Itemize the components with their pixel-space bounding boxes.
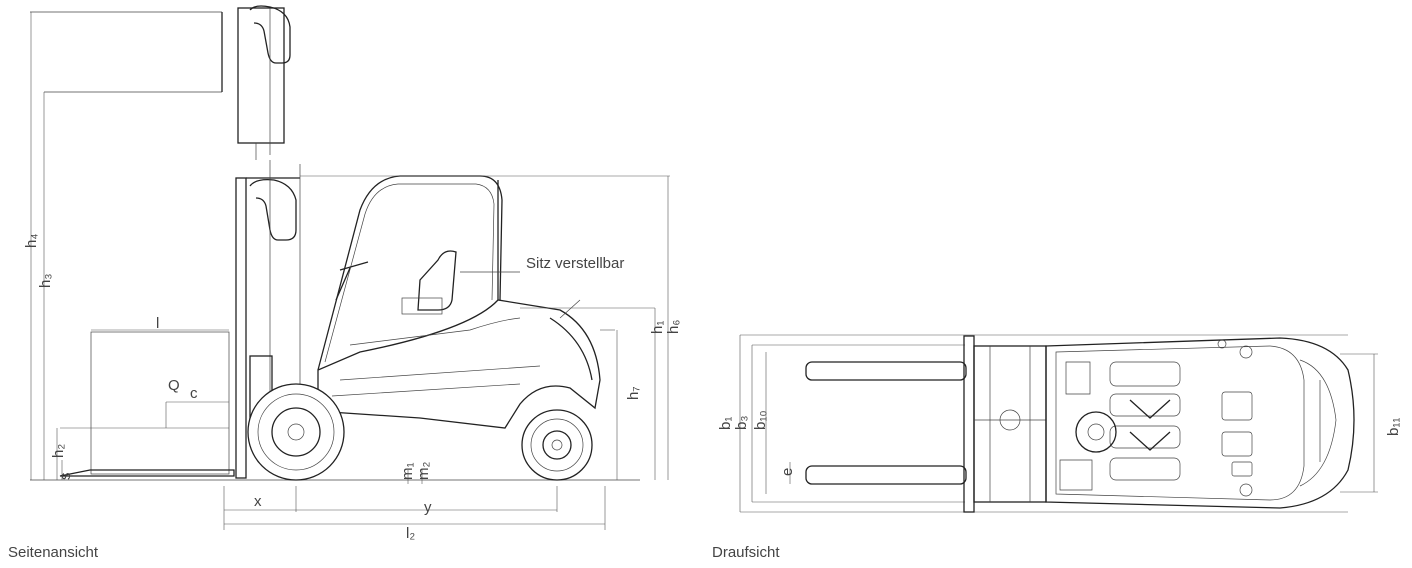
- label-h1: h₁: [649, 321, 666, 334]
- fork-left: [805, 361, 967, 381]
- truck-body: [317, 299, 601, 429]
- label-b10: b₁₀: [752, 410, 769, 430]
- label-l2: l₂: [406, 525, 415, 542]
- label-h4: h₄: [23, 234, 40, 248]
- label-y: y: [424, 499, 432, 516]
- steering-wheel: [335, 261, 369, 301]
- load-box: [90, 331, 230, 475]
- side-view: h₄ h₃ h₂ s l Q c m₁ m₂ x y l₂ h₇ h₁ h₆ S…: [23, 5, 682, 542]
- label-c: c: [190, 385, 198, 402]
- fork: [59, 469, 235, 477]
- label-b1: b₁: [717, 417, 734, 430]
- caption-side-view: Seitenansicht: [8, 544, 99, 561]
- label-m2: m₂: [415, 462, 432, 480]
- seat: [401, 250, 520, 315]
- label-s: s: [57, 473, 74, 481]
- label-e: e: [779, 468, 796, 476]
- label-m1: m₁: [399, 462, 416, 480]
- raised-mast: [30, 5, 291, 160]
- truck-body-top: [1045, 337, 1355, 509]
- mast-top: [973, 345, 1047, 503]
- label-h2: h₂: [50, 444, 67, 458]
- label-seat-adjustable: Sitz verstellbar: [526, 255, 624, 272]
- label-x: x: [254, 493, 262, 510]
- label-h6: h₆: [665, 320, 682, 334]
- front-wheel: [247, 383, 345, 481]
- caption-top-view: Draufsicht: [712, 544, 780, 561]
- label-l: l: [156, 315, 159, 332]
- interior-details: [1059, 339, 1253, 497]
- fork-right: [805, 465, 967, 485]
- fork-carriage: [963, 335, 975, 513]
- label-h3: h₃: [37, 274, 54, 288]
- label-Q: Q: [168, 377, 180, 394]
- label-b3: b₃: [733, 416, 750, 430]
- top-view: b₁ b₃ b₁₀ e b₁₁: [717, 334, 1402, 513]
- rear-wheel: [521, 409, 593, 481]
- label-h7: h₇: [625, 387, 642, 401]
- label-b11: b₁₁: [1385, 418, 1402, 436]
